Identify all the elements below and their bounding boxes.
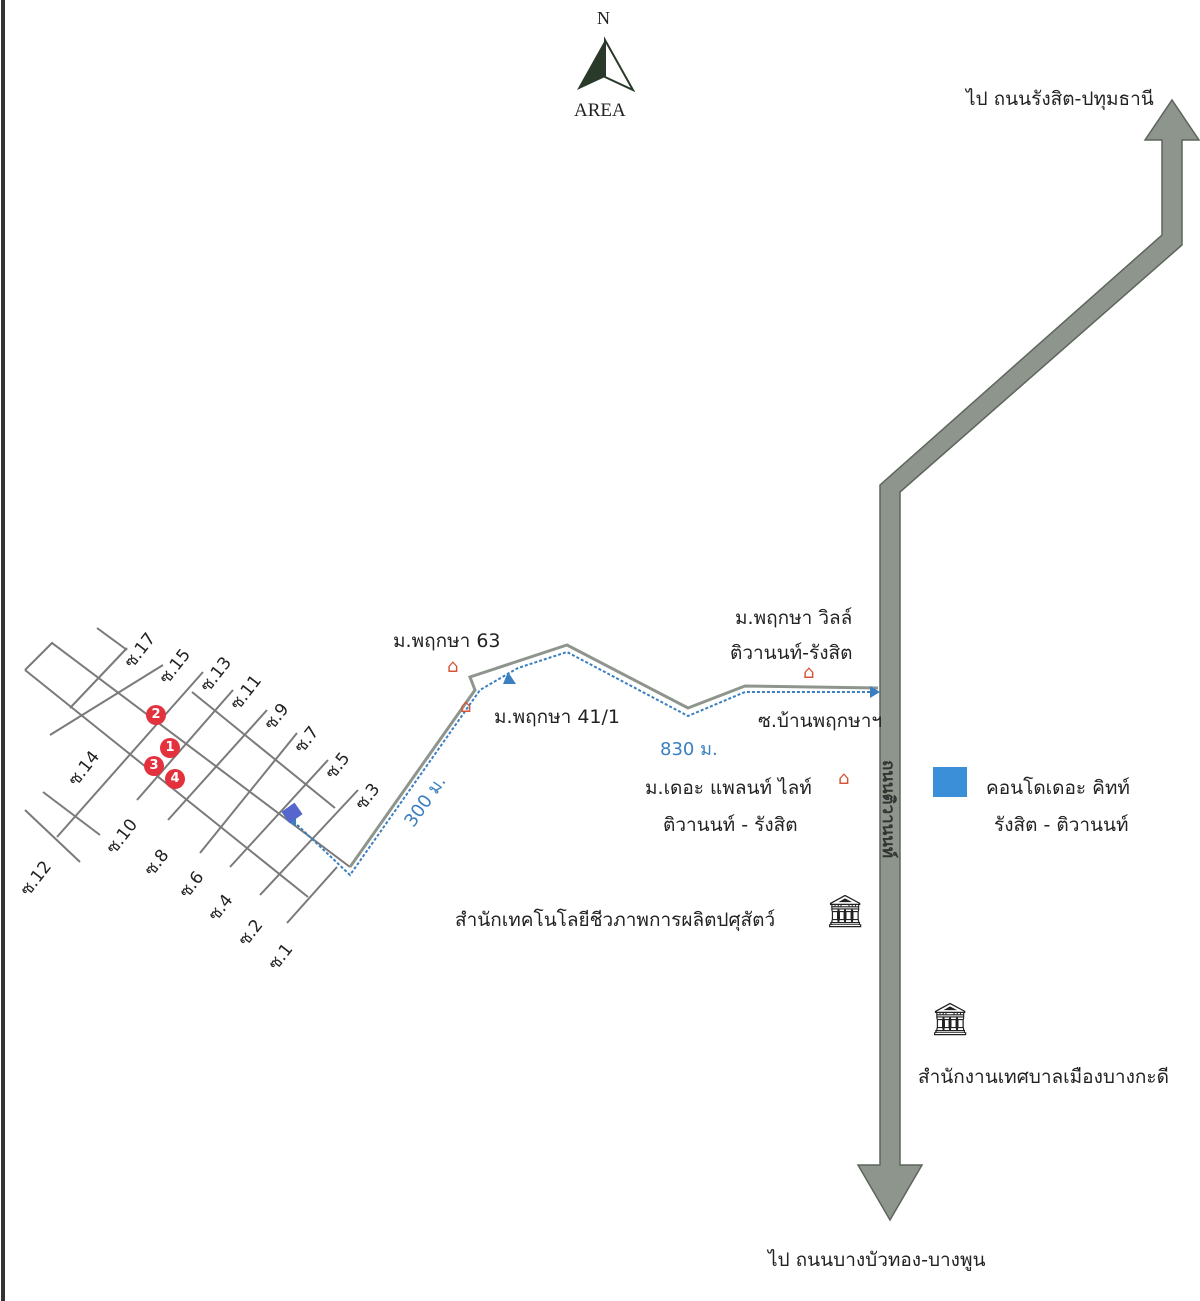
government-building-icon: 🏛 <box>825 892 866 930</box>
villa-label-1: ม.พฤกษา วิลล์ <box>735 607 853 629</box>
south-destination: ไป ถนนบางบัวทอง-บางพูน <box>768 1249 986 1271</box>
route-path <box>289 650 878 877</box>
marker-4[interactable]: 4 <box>165 769 185 789</box>
government-building-icon: 🏛 <box>930 1000 971 1038</box>
main-road-label: ถนนติวานนท์ <box>878 760 898 859</box>
start-point-icon <box>281 802 303 824</box>
bio-office-label: สำนักเทคโนโลยีชีวภาพการผลิตปศุสัตว์ <box>455 909 776 931</box>
house-icon: ⌂ <box>460 696 472 717</box>
house-icon: ⌂ <box>447 656 459 677</box>
route-arrow-icon <box>870 686 880 698</box>
condo-label-2: รังสิต - ติวานนท์ <box>994 814 1129 836</box>
marker-3[interactable]: 3 <box>144 756 164 776</box>
village-63-label: ม.พฤกษา 63 <box>393 630 501 652</box>
municipal-label: สำนักงานเทศบาลเมืองบางกะดี <box>918 1066 1169 1088</box>
route-arrow-icon <box>503 672 516 684</box>
planet-label-2: ติวานนท์ - รังสิต <box>663 814 798 836</box>
marker-2[interactable]: 2 <box>146 705 166 725</box>
compass-caption: AREA <box>574 100 626 121</box>
access-road <box>348 643 879 868</box>
village-41-label: ม.พฤกษา 41/1 <box>494 706 620 728</box>
main-road <box>856 98 1200 1222</box>
marker-1[interactable]: 1 <box>160 738 180 758</box>
condo-label-1: คอนโดเดอะ คิทท์ <box>986 777 1130 799</box>
condo-building-icon <box>933 767 967 797</box>
compass-north: N <box>597 8 610 28</box>
soi-grid <box>24 627 359 924</box>
planet-label-1: ม.เดอะ แพลนท์ ไลท์ <box>645 777 812 799</box>
house-icon: ⌂ <box>803 662 815 683</box>
north-destination: ไป ถนนรังสิต-ปทุมธานี <box>966 88 1154 110</box>
soi-name-label: ซ.บ้านพฤกษาฯ <box>758 710 883 732</box>
distance-second: 830 ม. <box>660 739 718 760</box>
house-icon: ⌂ <box>838 768 850 789</box>
north-arrow-icon <box>577 36 636 93</box>
villa-label-2: ติวานนท์-รังสิต <box>730 642 853 664</box>
